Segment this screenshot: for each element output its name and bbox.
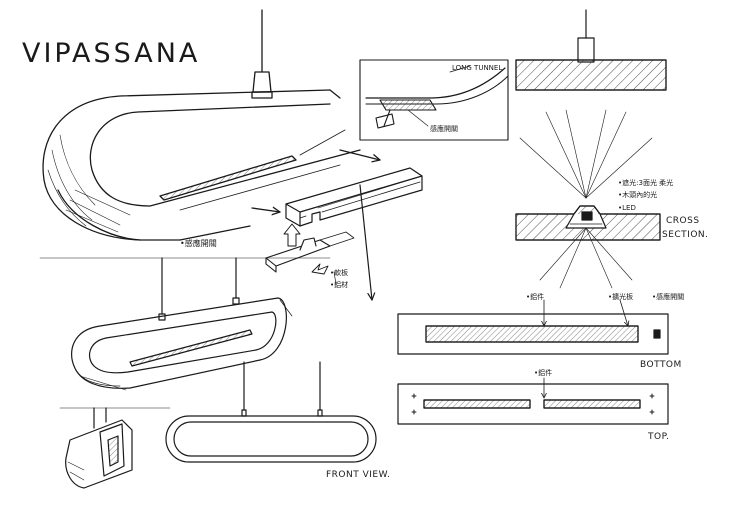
cross-section-label-line2: SECTION. [662,230,709,240]
sensor-switch-top-label: 感應開關 [430,125,458,133]
bottom-view-label: BOTTOM [640,360,682,370]
top-view-drawing [397,377,669,425]
light-note-1: •遮光:3面光 柔光 [618,179,674,187]
led-strip-detail [265,231,355,285]
bottom-view-drawing [397,299,669,355]
aluminum-material-label: •鋁材 [330,281,349,289]
sensor-switch-bottom-label: •感應開關 [652,293,685,301]
sensor-switch-main-label: •感應開關 [180,239,217,248]
main-perspective-sketch [42,9,381,241]
suspended-lamp-sketch [39,257,331,391]
soft-board-label: •軟板 [330,269,349,277]
led-label: •LED [618,204,636,212]
end-view-sketch [59,407,171,489]
top-view-label: TOP. [648,432,670,442]
long-tunnel-detail [359,59,509,141]
page-title: VIPASSANA [22,38,201,69]
cross-section-drawing [515,9,667,289]
extrusion-profile [283,167,423,301]
diffuser-label: •擴光板 [608,293,634,301]
light-note-2: •木頭內的光 [618,191,658,199]
bottom-aluminum-label: •鋁件 [526,293,545,301]
front-view-label: FRONT VIEW. [326,470,391,480]
top-aluminum-label: •鋁件 [534,369,553,377]
long-tunnel-label: LONG TUNNEL [452,64,503,72]
front-view-drawing [165,361,377,463]
cross-section-label-line1: CROSS [666,216,700,226]
